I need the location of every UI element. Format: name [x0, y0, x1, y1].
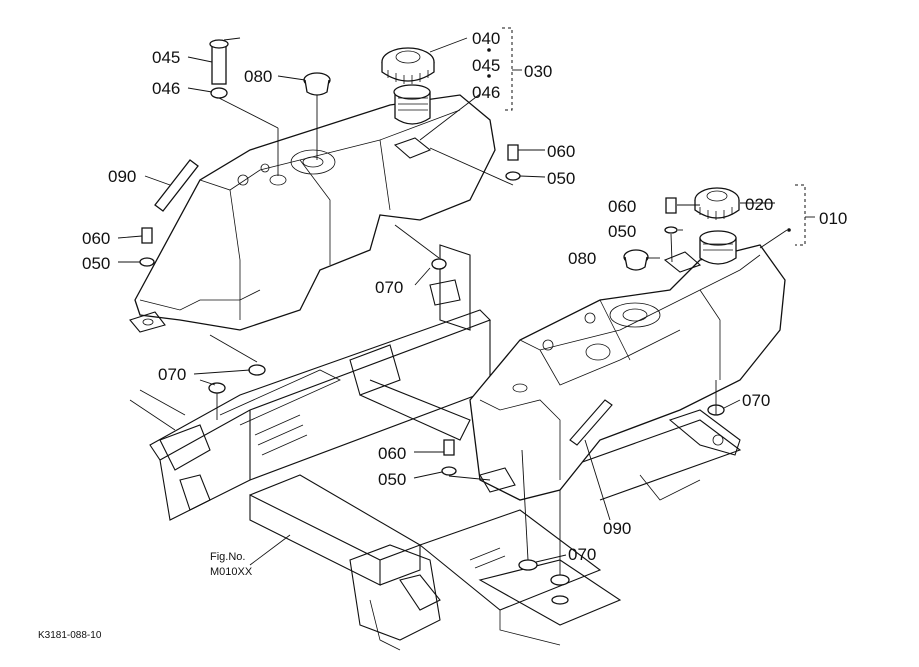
part-label-090-rear: 090: [108, 167, 136, 186]
leader-lines: [117, 37, 788, 575]
part-label-070-rear-upper: 070: [375, 278, 403, 297]
group-dot: [787, 228, 791, 232]
part-label-060-rear-left: 060: [82, 229, 110, 248]
group-dot: [487, 74, 491, 78]
part-label-050-rear-left: 050: [82, 254, 110, 273]
part-label-010: 010: [819, 209, 847, 228]
fuel-tank-front: [469, 230, 786, 501]
chassis-frame: [129, 244, 742, 651]
part-label-045-group: 045: [472, 56, 500, 75]
part-label-050-front-upper: 050: [608, 222, 636, 241]
tank-cap-front: [694, 187, 740, 220]
part-label-060-front-upper: 060: [608, 197, 636, 216]
tank-cap-rear: [381, 47, 435, 84]
part-label-080-front: 080: [568, 249, 596, 268]
part-label-060-front-lower: 060: [378, 444, 406, 463]
part-label-045-gauge: 045: [152, 48, 180, 67]
fig-label: Fig.No.: [210, 551, 245, 563]
group-bracket-030: [502, 27, 513, 111]
part-labels: 045 046 080 040 045 046 030 090 060 050 …: [82, 29, 847, 564]
part-label-030: 030: [524, 62, 552, 81]
part-label-046-gauge: 046: [152, 79, 180, 98]
part-label-080-rear: 080: [244, 67, 272, 86]
fuel-tank-rear: [129, 84, 496, 333]
sight-strips: [154, 159, 199, 212]
part-label-070-rear-lower: 070: [158, 365, 186, 384]
part-label-050-front-lower: 050: [378, 470, 406, 489]
part-label-046-group: 046: [472, 83, 500, 102]
group-bracket-010: [795, 184, 806, 246]
group-dot: [487, 48, 491, 52]
part-label-070-front-right: 070: [742, 391, 770, 410]
part-label-050-rear-right: 050: [547, 169, 575, 188]
fuel-gauge: [209, 37, 241, 99]
bolts-and-washers: [139, 144, 678, 476]
part-label-040: 040: [472, 29, 500, 48]
part-label-090-front: 090: [603, 519, 631, 538]
part-label-060-rear-right: 060: [547, 142, 575, 161]
drawing-code: K3181-088-10: [38, 630, 102, 641]
part-label-070-front-lower: 070: [568, 545, 596, 564]
part-label-020: 020: [745, 195, 773, 214]
fig-number: M010XX: [210, 566, 253, 578]
